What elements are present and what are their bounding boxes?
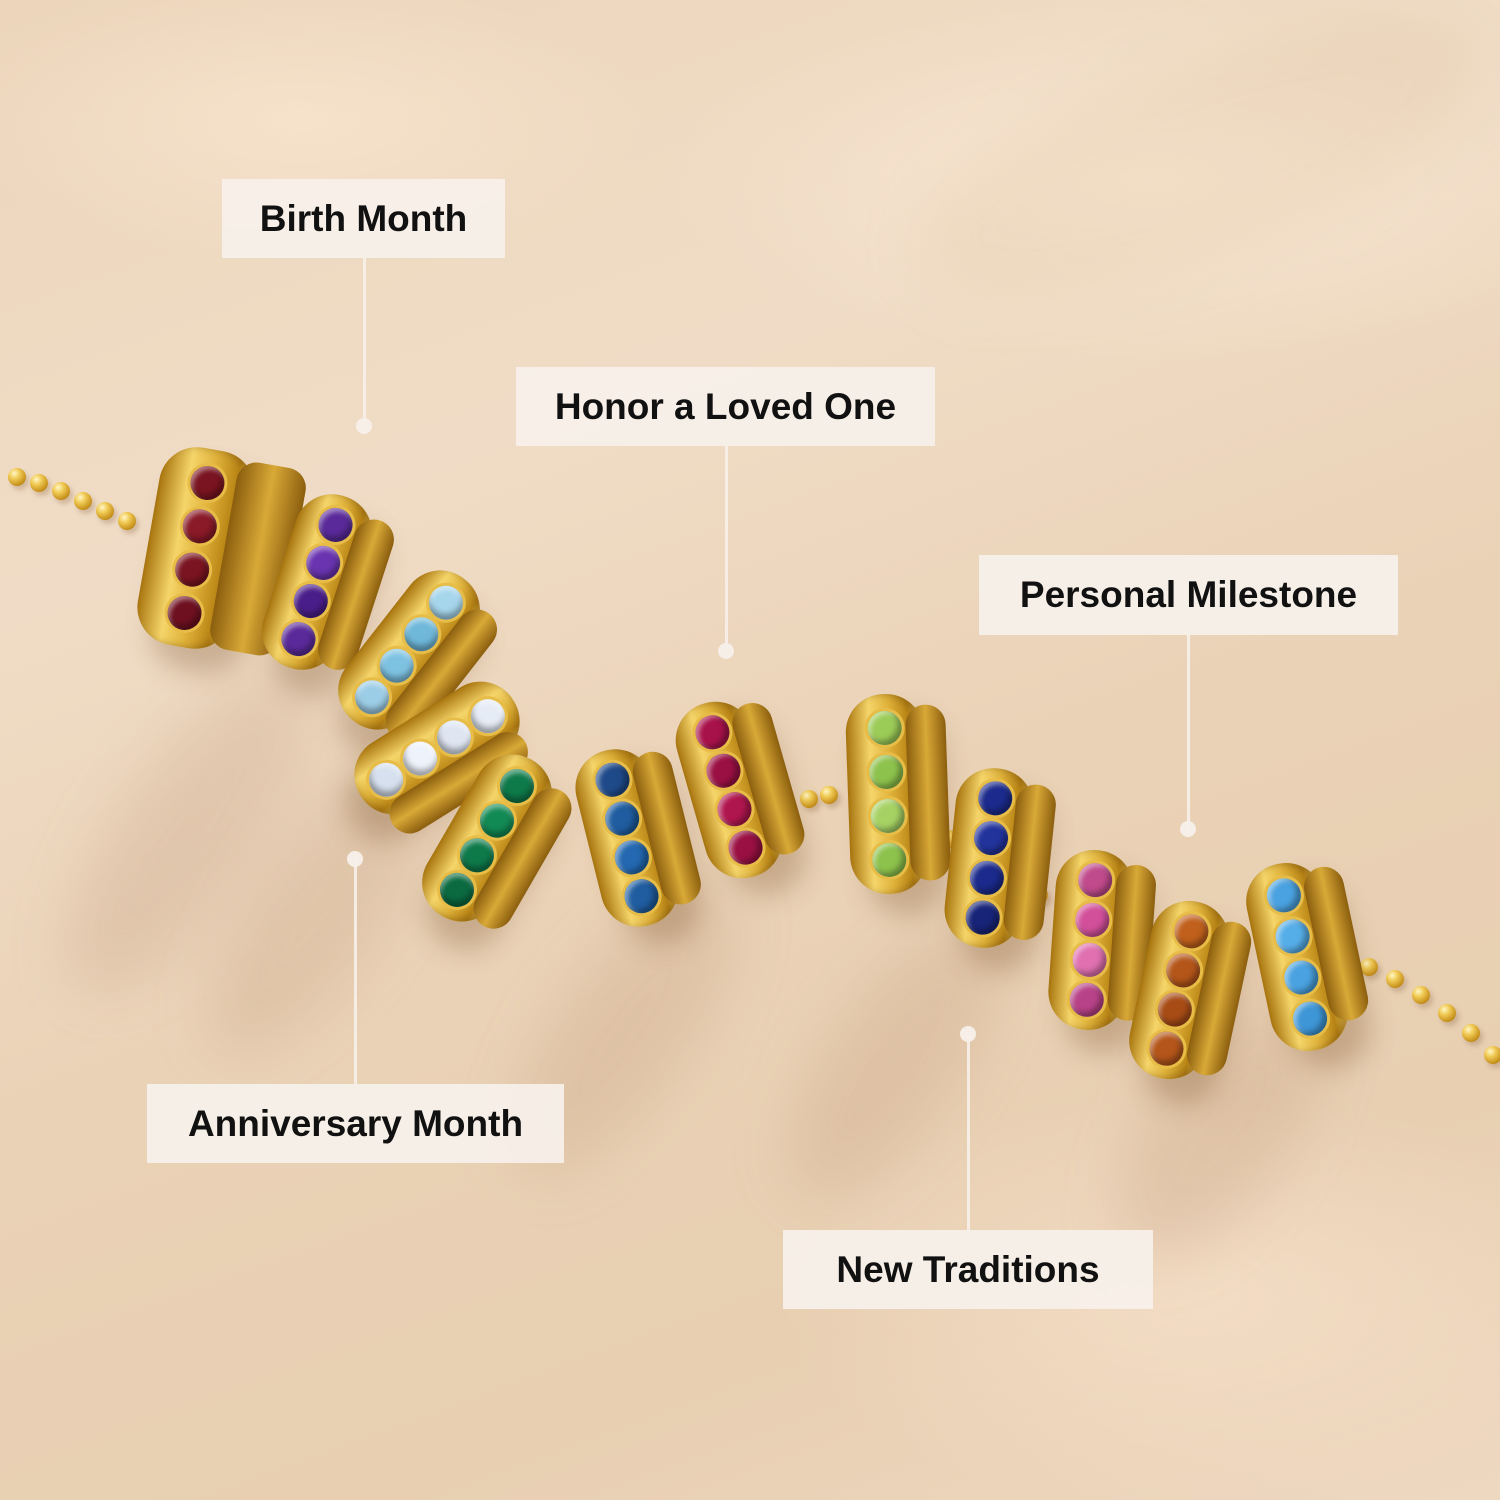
gem-icon: [1286, 994, 1334, 1043]
gem-icon: [1260, 871, 1308, 920]
gem-icon: [169, 546, 216, 593]
gem-icon: [687, 707, 738, 758]
charm-pink-tourmaline: [1045, 847, 1158, 1033]
callout-line: [967, 1034, 970, 1230]
gem-icon: [176, 503, 223, 550]
callout-new-traditions: New Traditions: [783, 1230, 1153, 1309]
gem-icon: [1159, 946, 1207, 995]
gem-icon: [867, 795, 909, 837]
gem-icon: [184, 459, 231, 507]
gem-icon: [273, 613, 324, 665]
callout-line: [363, 258, 366, 426]
callout-line: [1187, 635, 1190, 829]
gem-icon: [964, 855, 1009, 900]
gem-icon: [1068, 938, 1111, 982]
charm-peridot: [844, 692, 952, 896]
gem-icon: [1071, 898, 1114, 942]
gem-icon: [1073, 858, 1117, 902]
gem-icon: [864, 707, 906, 749]
callout-line: [354, 859, 357, 1084]
gem-icon: [1065, 978, 1109, 1022]
gem-icon: [1277, 953, 1326, 1002]
callout-personal-milestone: Personal Milestone: [979, 555, 1398, 635]
gem-icon: [973, 776, 1018, 821]
gem-icon: [588, 755, 637, 805]
callout-anniversary-month: Anniversary Month: [147, 1084, 564, 1163]
gem-icon: [1151, 985, 1199, 1034]
callout-dot: [718, 643, 734, 659]
gem-icon: [969, 816, 1014, 861]
gem-icon: [1167, 907, 1216, 956]
gem-icon: [865, 751, 907, 793]
gem-icon: [960, 895, 1005, 940]
callout-honor-a-loved-one: Honor a Loved One: [516, 367, 935, 446]
gem-icon: [1268, 912, 1317, 961]
callout-dot: [356, 418, 372, 434]
callout-birth-month: Birth Month: [222, 179, 505, 258]
callout-dot: [1180, 821, 1196, 837]
gem-icon: [161, 589, 208, 637]
gem-icon: [1142, 1024, 1191, 1073]
callout-line: [725, 446, 728, 651]
gem-icon: [868, 839, 910, 881]
